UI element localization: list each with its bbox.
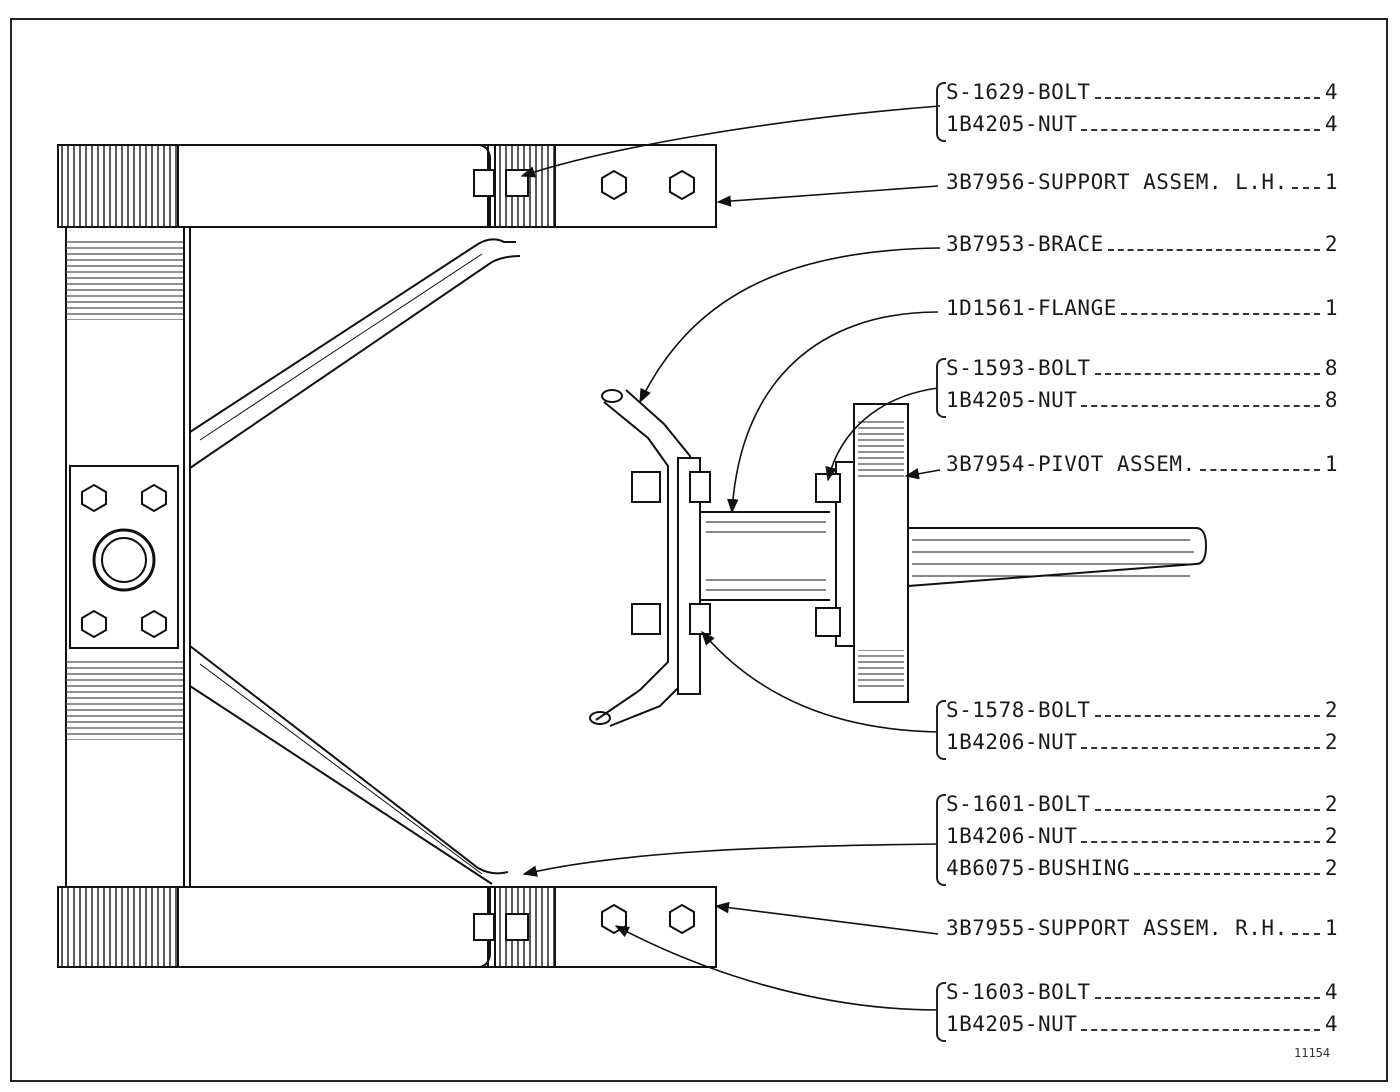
part-number: 1B4205-NUT xyxy=(946,112,1078,136)
brace-lower xyxy=(189,645,509,885)
part-number: S-1578-BOLT xyxy=(946,698,1091,722)
hex-nut-icon xyxy=(669,903,695,935)
callout-row: 1B4205-NUT 4 xyxy=(946,1012,1338,1044)
callout-row: 3B7953-BRACE 2 xyxy=(946,232,1338,264)
brace-bracket xyxy=(936,700,946,760)
part-number: 1B4205-NUT xyxy=(946,388,1078,412)
part-quantity: 1 xyxy=(1324,452,1338,476)
part-quantity: 1 xyxy=(1324,170,1338,194)
part-number: 1B4205-NUT xyxy=(946,1012,1078,1036)
leader-lines xyxy=(520,105,941,1011)
mounting-plate xyxy=(69,465,179,649)
callout-row: 3B7956-SUPPORT ASSEM. L.H. 1 xyxy=(946,170,1338,202)
part-quantity: 4 xyxy=(1324,112,1338,136)
part-quantity: 2 xyxy=(1324,856,1338,880)
figure-number: 11154 xyxy=(1294,1046,1331,1060)
part-quantity: 2 xyxy=(1324,730,1338,754)
part-number: 4B6075-BUSHING xyxy=(946,856,1131,880)
callout-group-3: 3B7953-BRACE 2 xyxy=(946,232,1338,264)
part-quantity: 2 xyxy=(1324,792,1338,816)
pivot-assembly xyxy=(589,389,1208,727)
brace-bracket xyxy=(936,82,946,142)
part-number: 1B4206-NUT xyxy=(946,824,1078,848)
callout-row: 1B4206-NUT 2 xyxy=(946,824,1338,856)
callout-group-7: S-1578-BOLT 2 1B4206-NUT 2 xyxy=(936,698,1338,762)
part-quantity: 2 xyxy=(1324,824,1338,848)
callout-row: 1D1561-FLANGE 1 xyxy=(946,296,1338,328)
part-quantity: 2 xyxy=(1324,232,1338,256)
part-quantity: 8 xyxy=(1324,356,1338,380)
hex-nut-icon xyxy=(141,609,167,639)
callout-row: 1B4205-NUT 4 xyxy=(946,112,1338,144)
part-quantity: 1 xyxy=(1324,296,1338,320)
part-number: S-1601-BOLT xyxy=(946,792,1091,816)
hex-nut-icon xyxy=(601,169,627,201)
callout-row: S-1578-BOLT 2 xyxy=(946,698,1338,730)
part-number: S-1593-BOLT xyxy=(946,356,1091,380)
part-quantity: 4 xyxy=(1324,980,1338,1004)
part-quantity: 2 xyxy=(1324,698,1338,722)
part-number: S-1603-BOLT xyxy=(946,980,1091,1004)
support-assembly-lh xyxy=(57,144,717,228)
callout-row: 3B7955-SUPPORT ASSEM. R.H. 1 xyxy=(946,916,1338,948)
callout-group-8: S-1601-BOLT 2 1B4206-NUT 2 4B6075-BUSHING 2 xyxy=(936,792,1338,888)
part-quantity: 4 xyxy=(1324,80,1338,104)
hex-nut-icon xyxy=(141,483,167,513)
callout-group-9: 3B7955-SUPPORT ASSEM. R.H. 1 xyxy=(946,916,1338,948)
brace-bracket xyxy=(936,794,946,886)
part-number: 3B7954-PIVOT ASSEM. xyxy=(946,452,1196,476)
callout-group-4: 1D1561-FLANGE 1 xyxy=(946,296,1338,328)
brace-bracket xyxy=(936,982,946,1042)
callout-row: 4B6075-BUSHING 2 xyxy=(946,856,1338,888)
brace-upper xyxy=(189,238,521,469)
callout-row: S-1629-BOLT 4 xyxy=(946,80,1338,112)
part-number: 3B7956-SUPPORT ASSEM. L.H. xyxy=(946,170,1288,194)
part-number: 1D1561-FLANGE xyxy=(946,296,1117,320)
callout-row: S-1603-BOLT 4 xyxy=(946,980,1338,1012)
callout-row: 1B4205-NUT 8 xyxy=(946,388,1338,420)
callout-group-2: 3B7956-SUPPORT ASSEM. L.H. 1 xyxy=(946,170,1338,202)
part-quantity: 8 xyxy=(1324,388,1338,412)
callout-group-1: S-1629-BOLT 4 1B4205-NUT 4 xyxy=(936,80,1338,144)
callout-group-5: S-1593-BOLT 8 1B4205-NUT 8 xyxy=(936,356,1338,420)
part-quantity: 1 xyxy=(1324,916,1338,940)
hex-nut-icon xyxy=(81,609,107,639)
callout-group-10: S-1603-BOLT 4 1B4205-NUT 4 xyxy=(936,980,1338,1044)
hex-nut-icon xyxy=(669,169,695,201)
callout-group-6: 3B7954-PIVOT ASSEM. 1 xyxy=(946,452,1338,484)
callout-row: S-1601-BOLT 2 xyxy=(946,792,1338,824)
brace-bracket xyxy=(936,358,946,418)
part-number: 3B7953-BRACE xyxy=(946,232,1104,256)
part-number: 3B7955-SUPPORT ASSEM. R.H. xyxy=(946,916,1288,940)
callout-row: 3B7954-PIVOT ASSEM. 1 xyxy=(946,452,1338,484)
callout-row: S-1593-BOLT 8 xyxy=(946,356,1338,388)
part-quantity: 4 xyxy=(1324,1012,1338,1036)
hex-nut-icon xyxy=(81,483,107,513)
callout-row: 1B4206-NUT 2 xyxy=(946,730,1338,762)
part-number: 1B4206-NUT xyxy=(946,730,1078,754)
part-number: S-1629-BOLT xyxy=(946,80,1091,104)
